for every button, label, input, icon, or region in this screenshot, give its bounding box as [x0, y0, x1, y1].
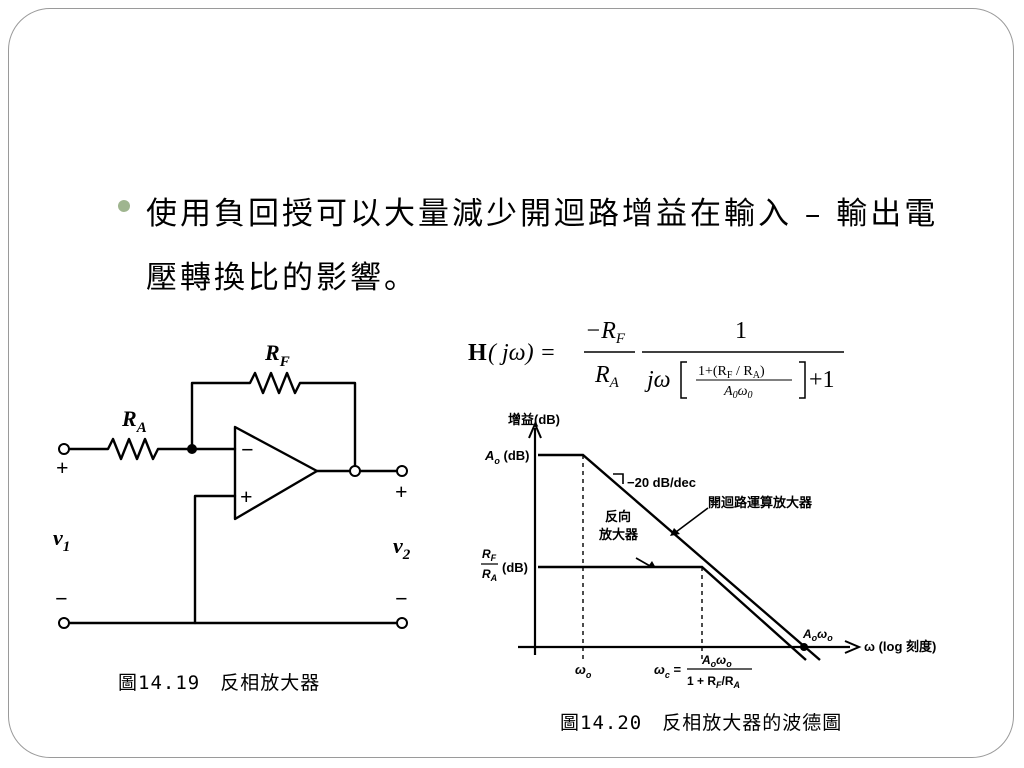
svg-text:ωo: ωo — [575, 662, 592, 680]
ra-label: R — [121, 406, 137, 431]
svg-text:v1: v1 — [53, 525, 70, 555]
y-axis-arrow — [528, 421, 542, 439]
slide-frame — [8, 8, 1014, 758]
svg-text:Aoωo: Aoωo — [701, 653, 732, 669]
noninverting-input-wire — [193, 494, 237, 625]
bullet-dot — [118, 200, 130, 212]
opamp-plus: + — [240, 484, 253, 509]
svg-text:ωc =: ωc = — [654, 662, 681, 680]
bullet-text: 使用負回授可以大量減少開迴路增益在輸入 – 輸出電壓轉換比的影響。 — [146, 196, 939, 296]
caption-fig-14-19: 圖14.19 反相放大器 — [118, 672, 321, 694]
rf-label: R — [264, 340, 280, 365]
svg-text:RA: RA — [482, 567, 497, 583]
v1-plus: + — [56, 455, 69, 480]
svg-text:1 + RF/RA: 1 + RF/RA — [687, 674, 740, 690]
svg-text:1: 1 — [735, 318, 747, 344]
aowo-point — [800, 643, 808, 651]
svg-text:jω: jω — [644, 367, 671, 393]
svg-text:v2: v2 — [393, 533, 411, 563]
svg-text:Aoωo: Aoωo — [802, 627, 833, 643]
svg-text:RA: RA — [121, 406, 147, 436]
svg-text:RF: RF — [482, 547, 497, 563]
caption-fig-14-20: 圖14.20 反相放大器的波德圖 — [560, 712, 843, 734]
v2-plus: + — [395, 479, 408, 504]
y-axis-label: 增益(dB) — [508, 412, 560, 427]
inverting-label-1: 反向 — [605, 509, 631, 524]
junction-node — [187, 444, 197, 454]
input-wire — [67, 437, 194, 461]
aowo-label: A — [802, 627, 812, 641]
open-loop-pointer — [675, 507, 709, 533]
opamp-triangle — [233, 425, 319, 521]
feedback-wire — [190, 371, 357, 473]
inverting-amplifier-circuit: RF RA − + + v1 − + v2 − — [53, 340, 411, 629]
svg-text:H: H — [468, 340, 487, 366]
open-loop-label: 開迴路運算放大器 — [708, 495, 813, 510]
inverting-pointer — [635, 557, 651, 567]
v2-label: v — [393, 533, 403, 558]
svg-text:+1: +1 — [809, 367, 835, 393]
input-terminal-bottom — [58, 617, 70, 629]
slope-label: −20 dB/dec — [627, 475, 696, 490]
opamp-minus: − — [241, 437, 254, 462]
v1-minus: − — [55, 586, 68, 611]
x-axis-label: ω (log 刻度) — [864, 639, 936, 654]
output-terminal-top — [396, 465, 408, 477]
bode-plot: 增益(dB) Ao (dB) RF RA (dB) −20 dB/dec 開迴路… — [481, 412, 936, 690]
svg-text:1+(RF / RA): 1+(RF / RA) — [698, 364, 765, 381]
svg-text:RF: RF — [264, 340, 290, 370]
v2-minus: − — [395, 586, 408, 611]
rf-ra-db-label: (dB) — [502, 560, 528, 575]
output-node — [349, 465, 361, 477]
svg-text:Ao (dB): Ao (dB) — [484, 448, 530, 466]
svg-text:( jω) =: ( jω) = — [488, 340, 556, 366]
v1-label: v — [53, 525, 63, 550]
ao-label: A — [484, 448, 494, 463]
svg-text:−RF: −RF — [585, 318, 626, 347]
slope-marker — [613, 473, 624, 484]
svg-text:A0ω0: A0ω0 — [723, 384, 752, 401]
input-terminal-top — [58, 443, 70, 455]
wo-label: ω — [575, 662, 586, 677]
transfer-function-formula: H ( jω) = −RF RA 1 jω 1+(RF / RA) A0ω0 +… — [468, 318, 844, 401]
inverting-label-2: 放大器 — [598, 527, 639, 542]
svg-text:RA: RA — [594, 362, 620, 391]
output-terminal-bottom — [396, 617, 408, 629]
x-axis-arrow — [844, 640, 862, 654]
